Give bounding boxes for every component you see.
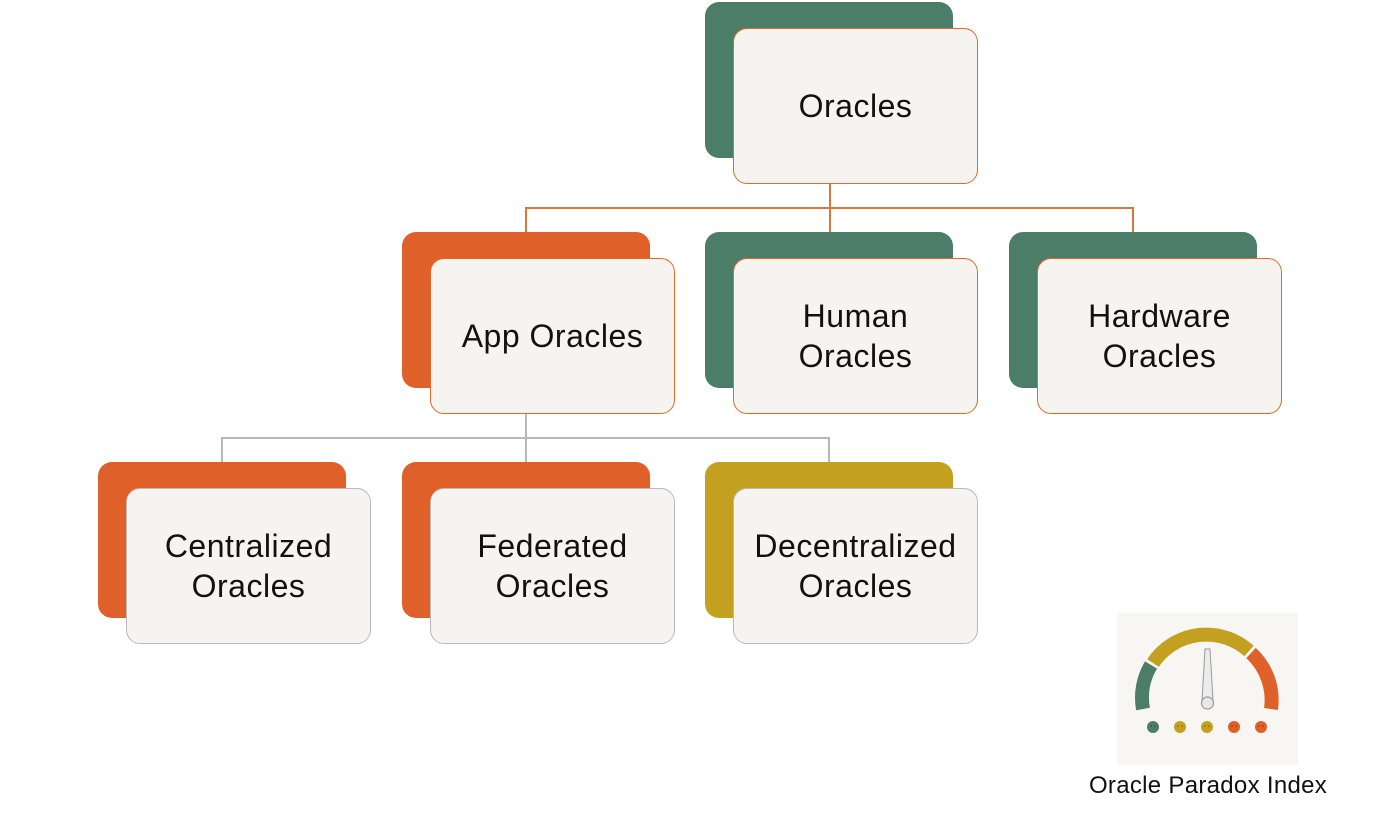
node-app-oracles-label: App Oracles — [461, 318, 644, 354]
orange-face-icon — [1228, 721, 1240, 733]
node-centralized-oracles: Centralized Oracles — [98, 462, 371, 644]
gauge-caption: Oracle Paradox Index — [1088, 772, 1328, 799]
node-federated-oracles: Federated Oracles — [402, 462, 675, 644]
connector-root-stem — [829, 184, 831, 208]
connector-app-stem — [525, 413, 527, 438]
node-federated-oracles-card: Federated Oracles — [430, 488, 675, 644]
node-oracles-card: Oracles — [733, 28, 978, 184]
node-hardware-oracles-label: Hardware Oracles — [1088, 298, 1231, 374]
gauge-green-segment — [1135, 661, 1158, 711]
node-hardware-oracles: Hardware Oracles — [1009, 232, 1282, 414]
node-oracles-label: Oracles — [798, 88, 913, 124]
node-centralized-oracles-label: Centralized Oracles — [164, 528, 333, 604]
node-decentralized-oracles-label: Decentralized Oracles — [754, 528, 957, 604]
node-human-oracles-card: Human Oracles — [733, 258, 978, 414]
node-decentralized-oracles: Decentralized Oracles — [705, 462, 978, 644]
gold-face-icon — [1201, 721, 1213, 733]
node-hardware-oracles-card: Hardware Oracles — [1037, 258, 1282, 414]
gauge-gold-segment — [1147, 627, 1254, 668]
node-oracles: Oracles — [705, 2, 978, 184]
gold-face-icon — [1174, 721, 1186, 733]
gauge-icon — [1135, 627, 1279, 733]
node-federated-oracles-label: Federated Oracles — [477, 528, 628, 604]
node-app-oracles-card: App Oracles — [430, 258, 675, 414]
green-face-icon — [1147, 721, 1159, 733]
orange-face-icon — [1255, 721, 1267, 733]
gauge-needle — [1201, 648, 1214, 702]
gauge-orange-segment — [1246, 647, 1279, 710]
gauge-hub — [1200, 696, 1215, 710]
node-app-oracles: App Oracles — [402, 232, 675, 414]
node-decentralized-oracles-card: Decentralized Oracles — [733, 488, 978, 644]
node-centralized-oracles-card: Centralized Oracles — [126, 488, 371, 644]
oracle-paradox-gauge — [1117, 613, 1298, 765]
node-human-oracles-label: Human Oracles — [798, 298, 913, 374]
node-human-oracles: Human Oracles — [705, 232, 978, 414]
